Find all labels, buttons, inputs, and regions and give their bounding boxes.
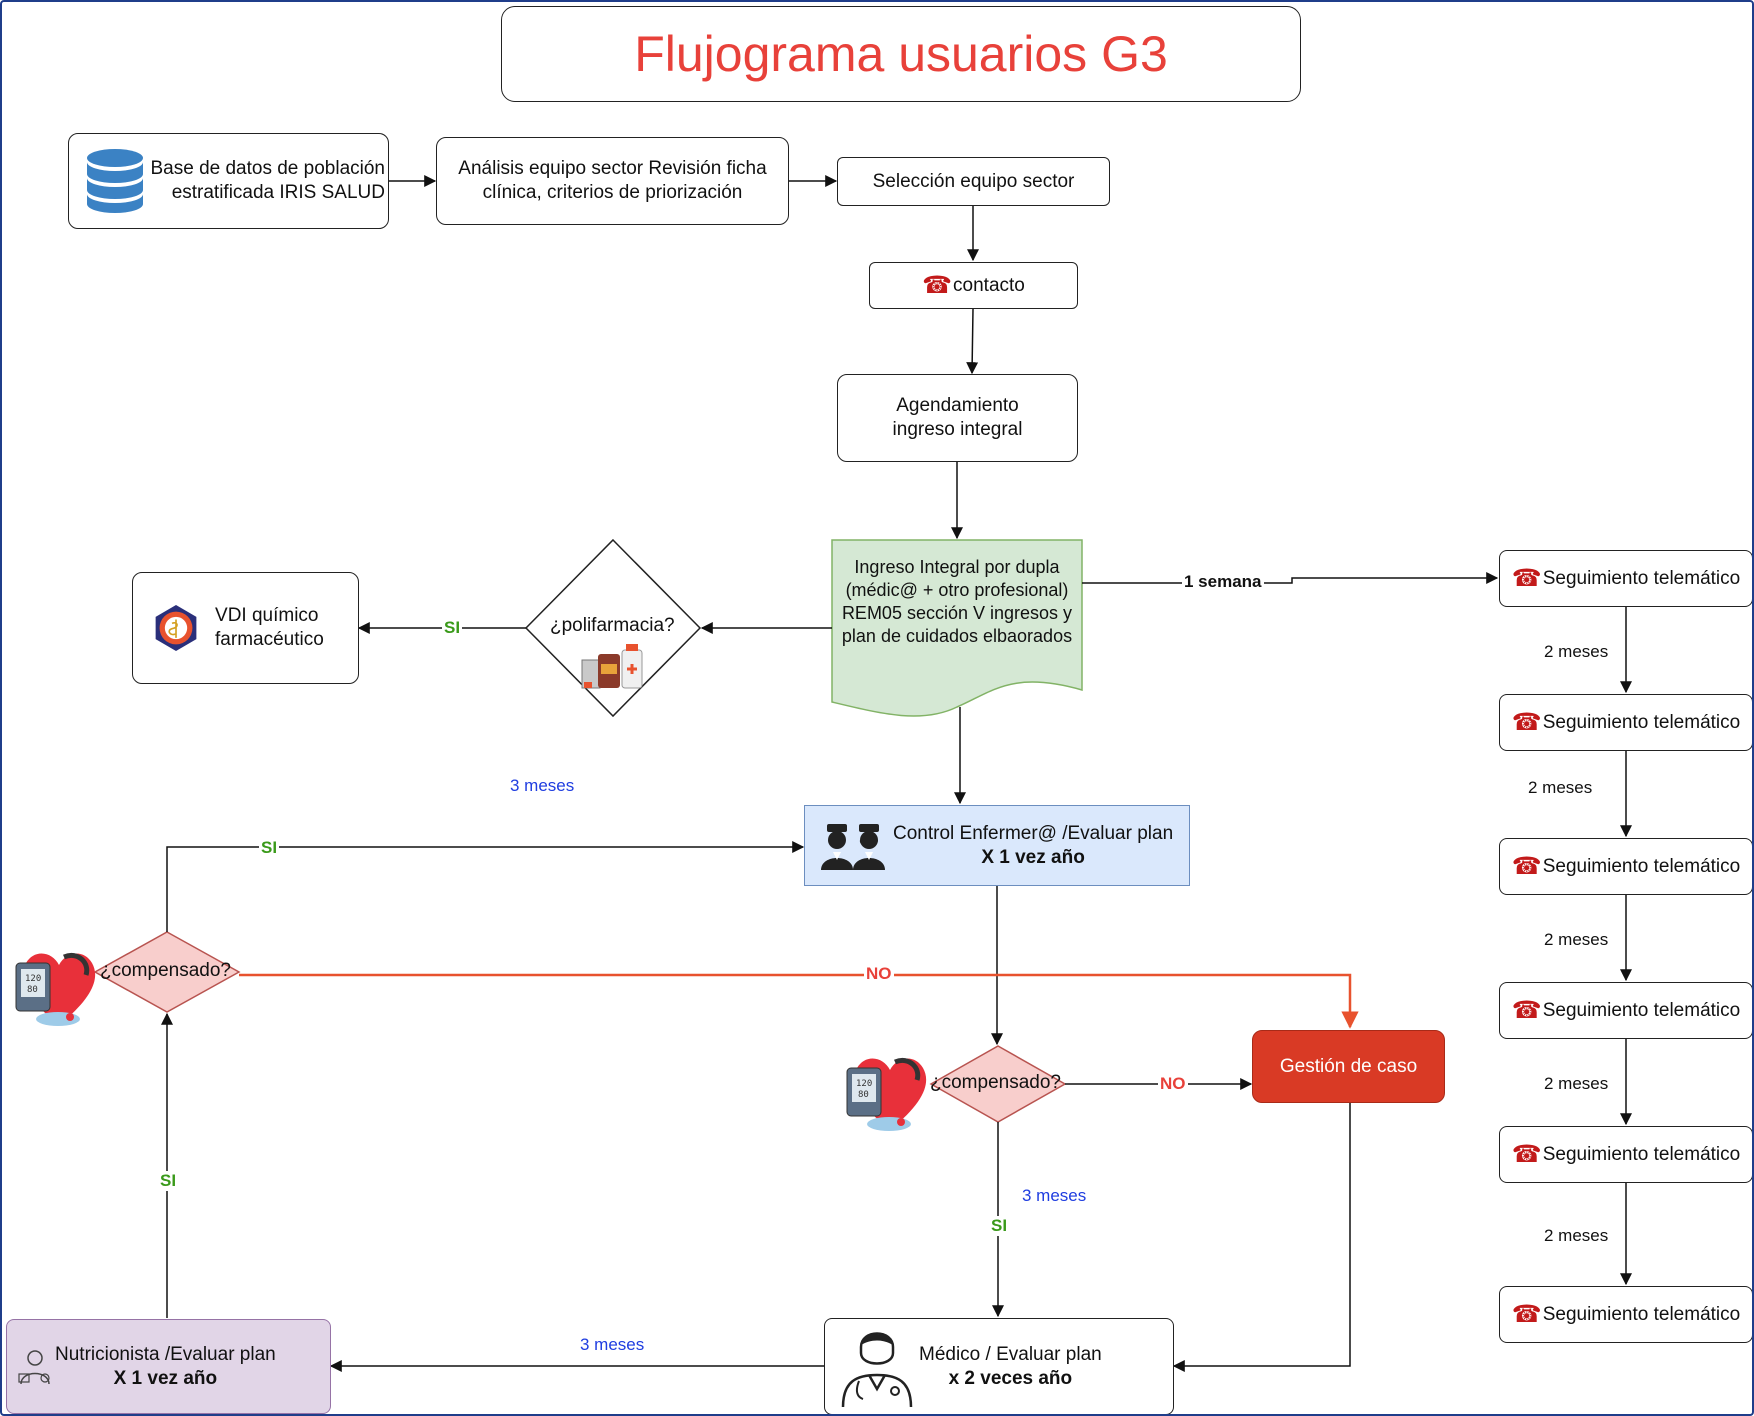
control-enfermera-node[interactable]: Control Enfermer@ /Evaluar plan X 1 vez … bbox=[804, 805, 1190, 886]
seguimiento-label: Seguimiento telemático bbox=[1542, 855, 1741, 877]
doctor-icon bbox=[841, 1331, 913, 1407]
phone-icon: ☎ bbox=[922, 271, 953, 299]
analisis-node[interactable]: Análisis equipo sector Revisión ficha cl… bbox=[436, 137, 789, 225]
nutricionista-label: Nutricionista /Evaluar plan bbox=[55, 1343, 276, 1365]
edge-label-si-control: SI bbox=[259, 838, 280, 858]
agendamiento-label: Agendamiento ingreso integral bbox=[892, 395, 1023, 440]
edge-label-no-mid: NO bbox=[1158, 1074, 1188, 1094]
ingreso-integral-label: Ingreso Integral por dupla (médic@ + otr… bbox=[841, 557, 1073, 646]
edge-label-2-meses: 2 meses bbox=[1542, 642, 1611, 662]
edge-label-3-meses: 3 meses bbox=[578, 1335, 647, 1355]
base-datos-label: Base de datos de población estratificada… bbox=[150, 158, 385, 203]
polifarmacia-label: ¿polifarmacia? bbox=[550, 615, 675, 636]
seguimiento-telematico-5[interactable]: ☎ Seguimiento telemático bbox=[1499, 1126, 1752, 1183]
edge-label-3-meses: 3 meses bbox=[1020, 1186, 1089, 1206]
edge-label-1-semana: 1 semana bbox=[1182, 572, 1264, 592]
compensado-mid-label: ¿compensado? bbox=[930, 1072, 1061, 1093]
medico-node[interactable]: Médico / Evaluar plan x 2 veces año bbox=[824, 1318, 1174, 1414]
edge-label-si-left-up: SI bbox=[158, 1171, 179, 1191]
seguimiento-telematico-1[interactable]: ☎ Seguimiento telemático bbox=[1499, 550, 1752, 607]
seguimiento-telematico-6[interactable]: ☎ Seguimiento telemático bbox=[1499, 1286, 1752, 1343]
seguimiento-telematico-4[interactable]: ☎ Seguimiento telemático bbox=[1499, 982, 1752, 1039]
phone-icon: ☎ bbox=[1511, 852, 1542, 880]
edge-label-3-meses: 3 meses bbox=[508, 776, 577, 796]
edge-label-si-mid-down: SI bbox=[989, 1216, 1010, 1236]
vdi-label: VDI químico farmacéutico bbox=[215, 605, 324, 650]
edge-label-si-polifarmacia: SI bbox=[442, 618, 463, 638]
seleccion-node[interactable]: Selección equipo sector bbox=[837, 157, 1110, 206]
seguimiento-label: Seguimiento telemático bbox=[1542, 999, 1741, 1021]
phone-icon: ☎ bbox=[1511, 996, 1542, 1024]
seguimiento-label: Seguimiento telemático bbox=[1542, 1143, 1741, 1165]
phone-icon: ☎ bbox=[1511, 1140, 1542, 1168]
analisis-label: Análisis equipo sector Revisión ficha cl… bbox=[458, 158, 767, 203]
medico-frequency: x 2 veces año bbox=[948, 1367, 1073, 1389]
phone-icon: ☎ bbox=[1511, 564, 1542, 592]
svg-text:120: 120 bbox=[856, 1079, 872, 1089]
edge-label-2-meses: 2 meses bbox=[1542, 1226, 1611, 1246]
database-icon bbox=[87, 149, 143, 213]
contacto-node[interactable]: ☎ contacto bbox=[869, 262, 1078, 309]
pharmacy-emblem-icon bbox=[155, 604, 197, 652]
nutritionist-icon bbox=[18, 1349, 50, 1384]
gestion-caso-label: Gestión de caso bbox=[1279, 1055, 1418, 1077]
svg-text:80: 80 bbox=[27, 985, 38, 995]
ingreso-integral-node[interactable]: Ingreso Integral por dupla (médic@ + otr… bbox=[836, 542, 1078, 662]
seguimiento-label: Seguimiento telemático bbox=[1542, 567, 1741, 589]
page-title-text: Flujograma usuarios G3 bbox=[634, 26, 1168, 82]
medico-label: Médico / Evaluar plan bbox=[919, 1343, 1102, 1365]
page-title: Flujograma usuarios G3 bbox=[501, 6, 1301, 102]
compensado-left-label: ¿compensado? bbox=[100, 960, 231, 981]
svg-text:120: 120 bbox=[25, 974, 41, 984]
edge-label-2-meses: 2 meses bbox=[1542, 930, 1611, 950]
nutricionista-node[interactable]: Nutricionista /Evaluar plan X 1 vez año bbox=[6, 1319, 331, 1414]
control-enfermera-label: Control Enfermer@ /Evaluar plan bbox=[893, 822, 1174, 844]
seguimiento-label: Seguimiento telemático bbox=[1542, 1303, 1741, 1325]
seguimiento-label: Seguimiento telemático bbox=[1542, 711, 1741, 733]
base-datos-node[interactable]: Base de datos de población estratificada… bbox=[68, 133, 389, 229]
nutricionista-frequency: X 1 vez año bbox=[113, 1367, 218, 1389]
seguimiento-telematico-3[interactable]: ☎ Seguimiento telemático bbox=[1499, 838, 1752, 895]
vdi-node[interactable]: VDI químico farmacéutico bbox=[132, 572, 359, 684]
gestion-caso-node[interactable]: Gestión de caso bbox=[1252, 1030, 1445, 1103]
svg-text:80: 80 bbox=[858, 1090, 869, 1100]
medicine-bottles-icon bbox=[581, 644, 643, 689]
seleccion-label: Selección equipo sector bbox=[872, 170, 1075, 192]
agendamiento-node[interactable]: Agendamiento ingreso integral bbox=[837, 374, 1078, 462]
edge-label-2-meses: 2 meses bbox=[1526, 778, 1595, 798]
edge-label-no-left: NO bbox=[864, 964, 894, 984]
contacto-label: contacto bbox=[953, 274, 1025, 296]
seguimiento-telematico-2[interactable]: ☎ Seguimiento telemático bbox=[1499, 694, 1752, 751]
phone-icon: ☎ bbox=[1511, 708, 1542, 736]
edge-label-2-meses: 2 meses bbox=[1542, 1074, 1611, 1094]
control-enfermera-frequency: X 1 vez año bbox=[981, 846, 1085, 868]
phone-icon: ☎ bbox=[1511, 1300, 1542, 1328]
heart-blood-pressure-icon: 120 80 bbox=[846, 1058, 927, 1131]
heart-blood-pressure-icon: 120 80 bbox=[15, 953, 96, 1026]
nurses-icon bbox=[821, 823, 885, 870]
